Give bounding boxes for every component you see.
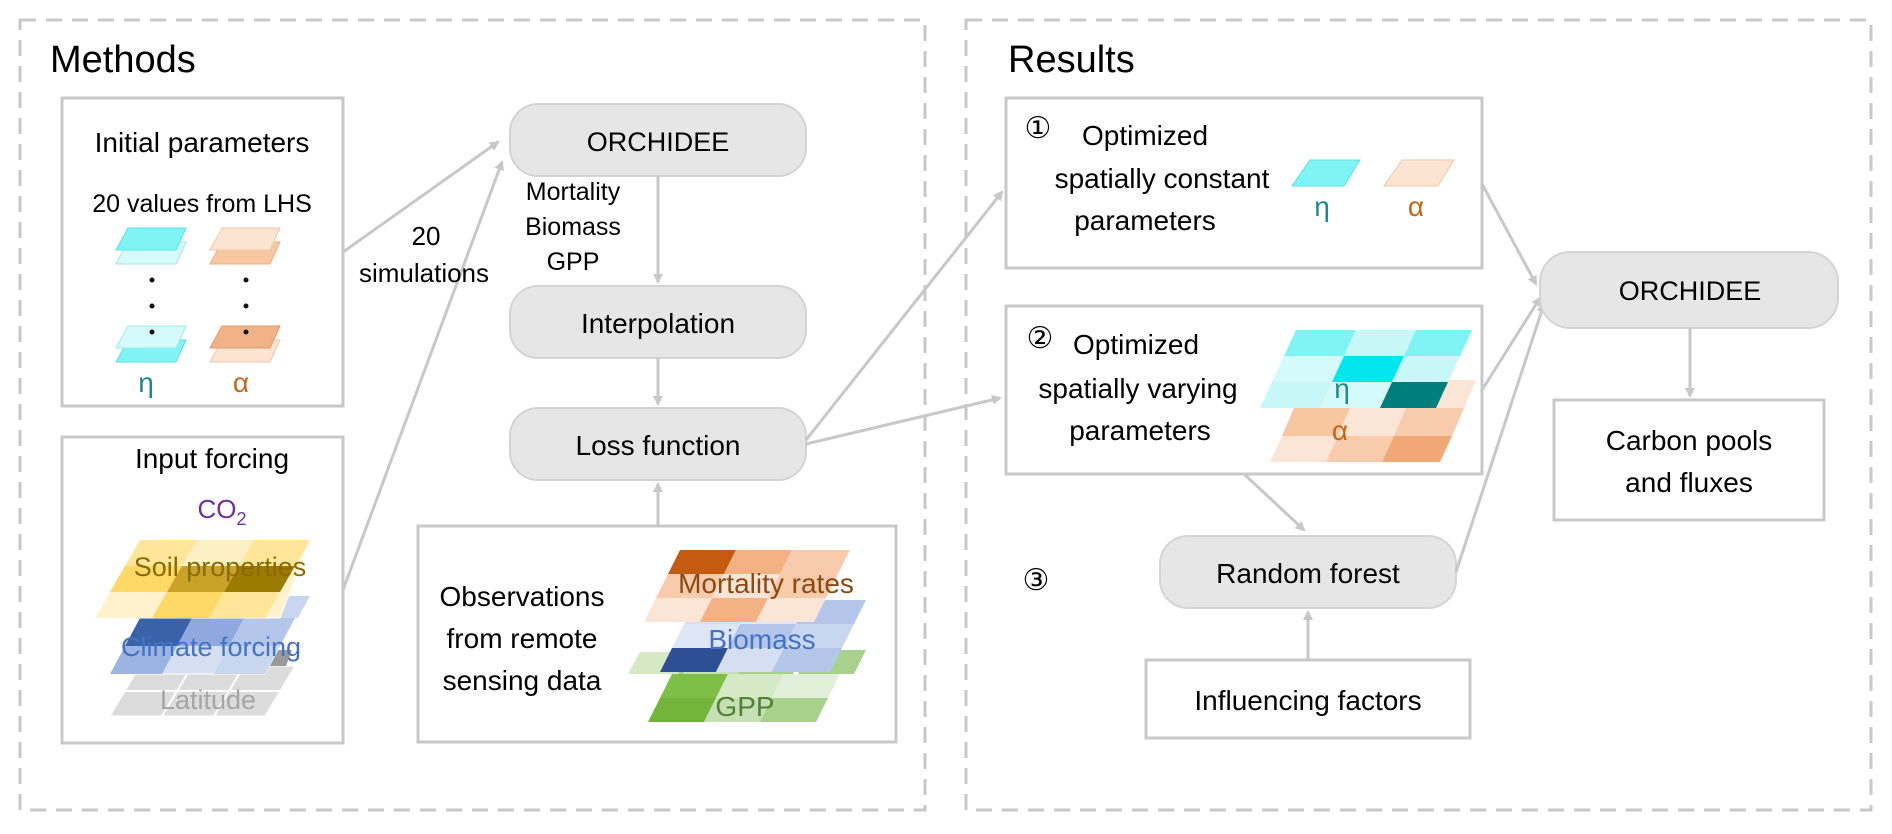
- result-varying-parameters-box: ② Optimized spatially varying parameters: [1004, 304, 1484, 476]
- lhs-subtitle: 20 values from LHS: [92, 190, 312, 218]
- orchidee-results-label: ORCHIDEE: [1619, 276, 1762, 306]
- carbon-line1: Carbon pools: [1606, 425, 1773, 456]
- observations-line2: from remote: [447, 623, 598, 654]
- latitude-label: Latitude: [160, 685, 256, 715]
- arrow-constant-to-orchidee: [1480, 183, 1538, 286]
- output-gpp: GPP: [547, 248, 600, 276]
- interpolation-label: Interpolation: [581, 308, 735, 339]
- eta-parameter-stack: [115, 227, 187, 363]
- gpp-label: GPP: [715, 691, 774, 722]
- soil-properties-label: Soil properties: [134, 552, 307, 582]
- arrow-forcing-to-orchidee: [341, 160, 504, 591]
- climate-forcing-label: Climate forcing: [121, 632, 301, 662]
- result2-marker: ②: [1027, 322, 1054, 355]
- result2-alpha-label: α: [1332, 415, 1348, 446]
- varying-eta-grid: [1260, 330, 1472, 408]
- alpha-label: α: [233, 367, 249, 398]
- arrow-params-to-orchidee: [342, 140, 500, 254]
- result1-eta-label: η: [1314, 191, 1330, 222]
- observations-box: Observations from remote sensing data: [416, 524, 898, 744]
- arrow-varying-to-random-forest: [1242, 472, 1306, 532]
- result1-line2: spatially constant: [1055, 163, 1270, 194]
- alpha-parameter-stack: [209, 227, 281, 363]
- result2-line3: parameters: [1069, 415, 1211, 446]
- arrow-random-forest-to-orchidee: [1454, 302, 1547, 573]
- result1-line3: parameters: [1074, 205, 1216, 236]
- result3-marker: ③: [1023, 564, 1050, 597]
- arrow-loss-to-varying: [805, 394, 1002, 446]
- initial-parameters-title: Initial parameters: [95, 127, 310, 158]
- observations-line3: sensing data: [443, 665, 602, 696]
- biomass-label: Biomass: [708, 624, 815, 655]
- simulations-label: simulations: [359, 258, 489, 288]
- output-biomass: Biomass: [525, 213, 621, 241]
- observations-line1: Observations: [440, 581, 605, 612]
- carbon-pools-box: [1552, 398, 1826, 522]
- eta-label: η: [138, 367, 154, 398]
- mortality-layer: [644, 550, 850, 622]
- result1-marker: ①: [1025, 112, 1052, 145]
- methods-title: Methods: [50, 39, 196, 81]
- output-mortality: Mortality: [526, 178, 621, 206]
- results-panel: [964, 18, 1873, 812]
- arrow-loss-to-constant: [804, 190, 1004, 441]
- mortality-rates-label: Mortality rates: [678, 568, 854, 599]
- constant-eta-swatch: [1291, 159, 1361, 187]
- input-forcing-box: Input forcing CO2: [60, 435, 345, 745]
- carbon-line2: and fluxes: [1625, 467, 1753, 498]
- random-forest-label: Random forest: [1216, 558, 1400, 589]
- result2-line2: spatially varying: [1038, 373, 1237, 404]
- arrow-varying-to-orchidee: [1480, 296, 1542, 391]
- results-title: Results: [1008, 39, 1135, 81]
- initial-parameters-box: Initial parameters 20 values from LHS η …: [60, 96, 345, 408]
- input-forcing-title: Input forcing: [135, 443, 289, 474]
- constant-alpha-swatch: [1383, 159, 1455, 187]
- result2-line1: Optimized: [1073, 329, 1199, 360]
- result-constant-parameters-box: ① Optimized spatially constant parameter…: [1004, 96, 1484, 270]
- result2-eta-label: η: [1334, 373, 1350, 404]
- loss-function-label: Loss function: [576, 430, 741, 461]
- soil-properties-layer: [95, 539, 311, 619]
- orchidee-label: ORCHIDEE: [587, 127, 730, 157]
- result1-alpha-label: α: [1408, 191, 1424, 222]
- co2-label: CO2: [197, 494, 246, 529]
- simulations-count: 20: [412, 221, 441, 251]
- influencing-factors-box: [1144, 658, 1472, 740]
- result1-line1: Optimized: [1082, 120, 1208, 151]
- influencing-factors-label: Influencing factors: [1194, 685, 1421, 716]
